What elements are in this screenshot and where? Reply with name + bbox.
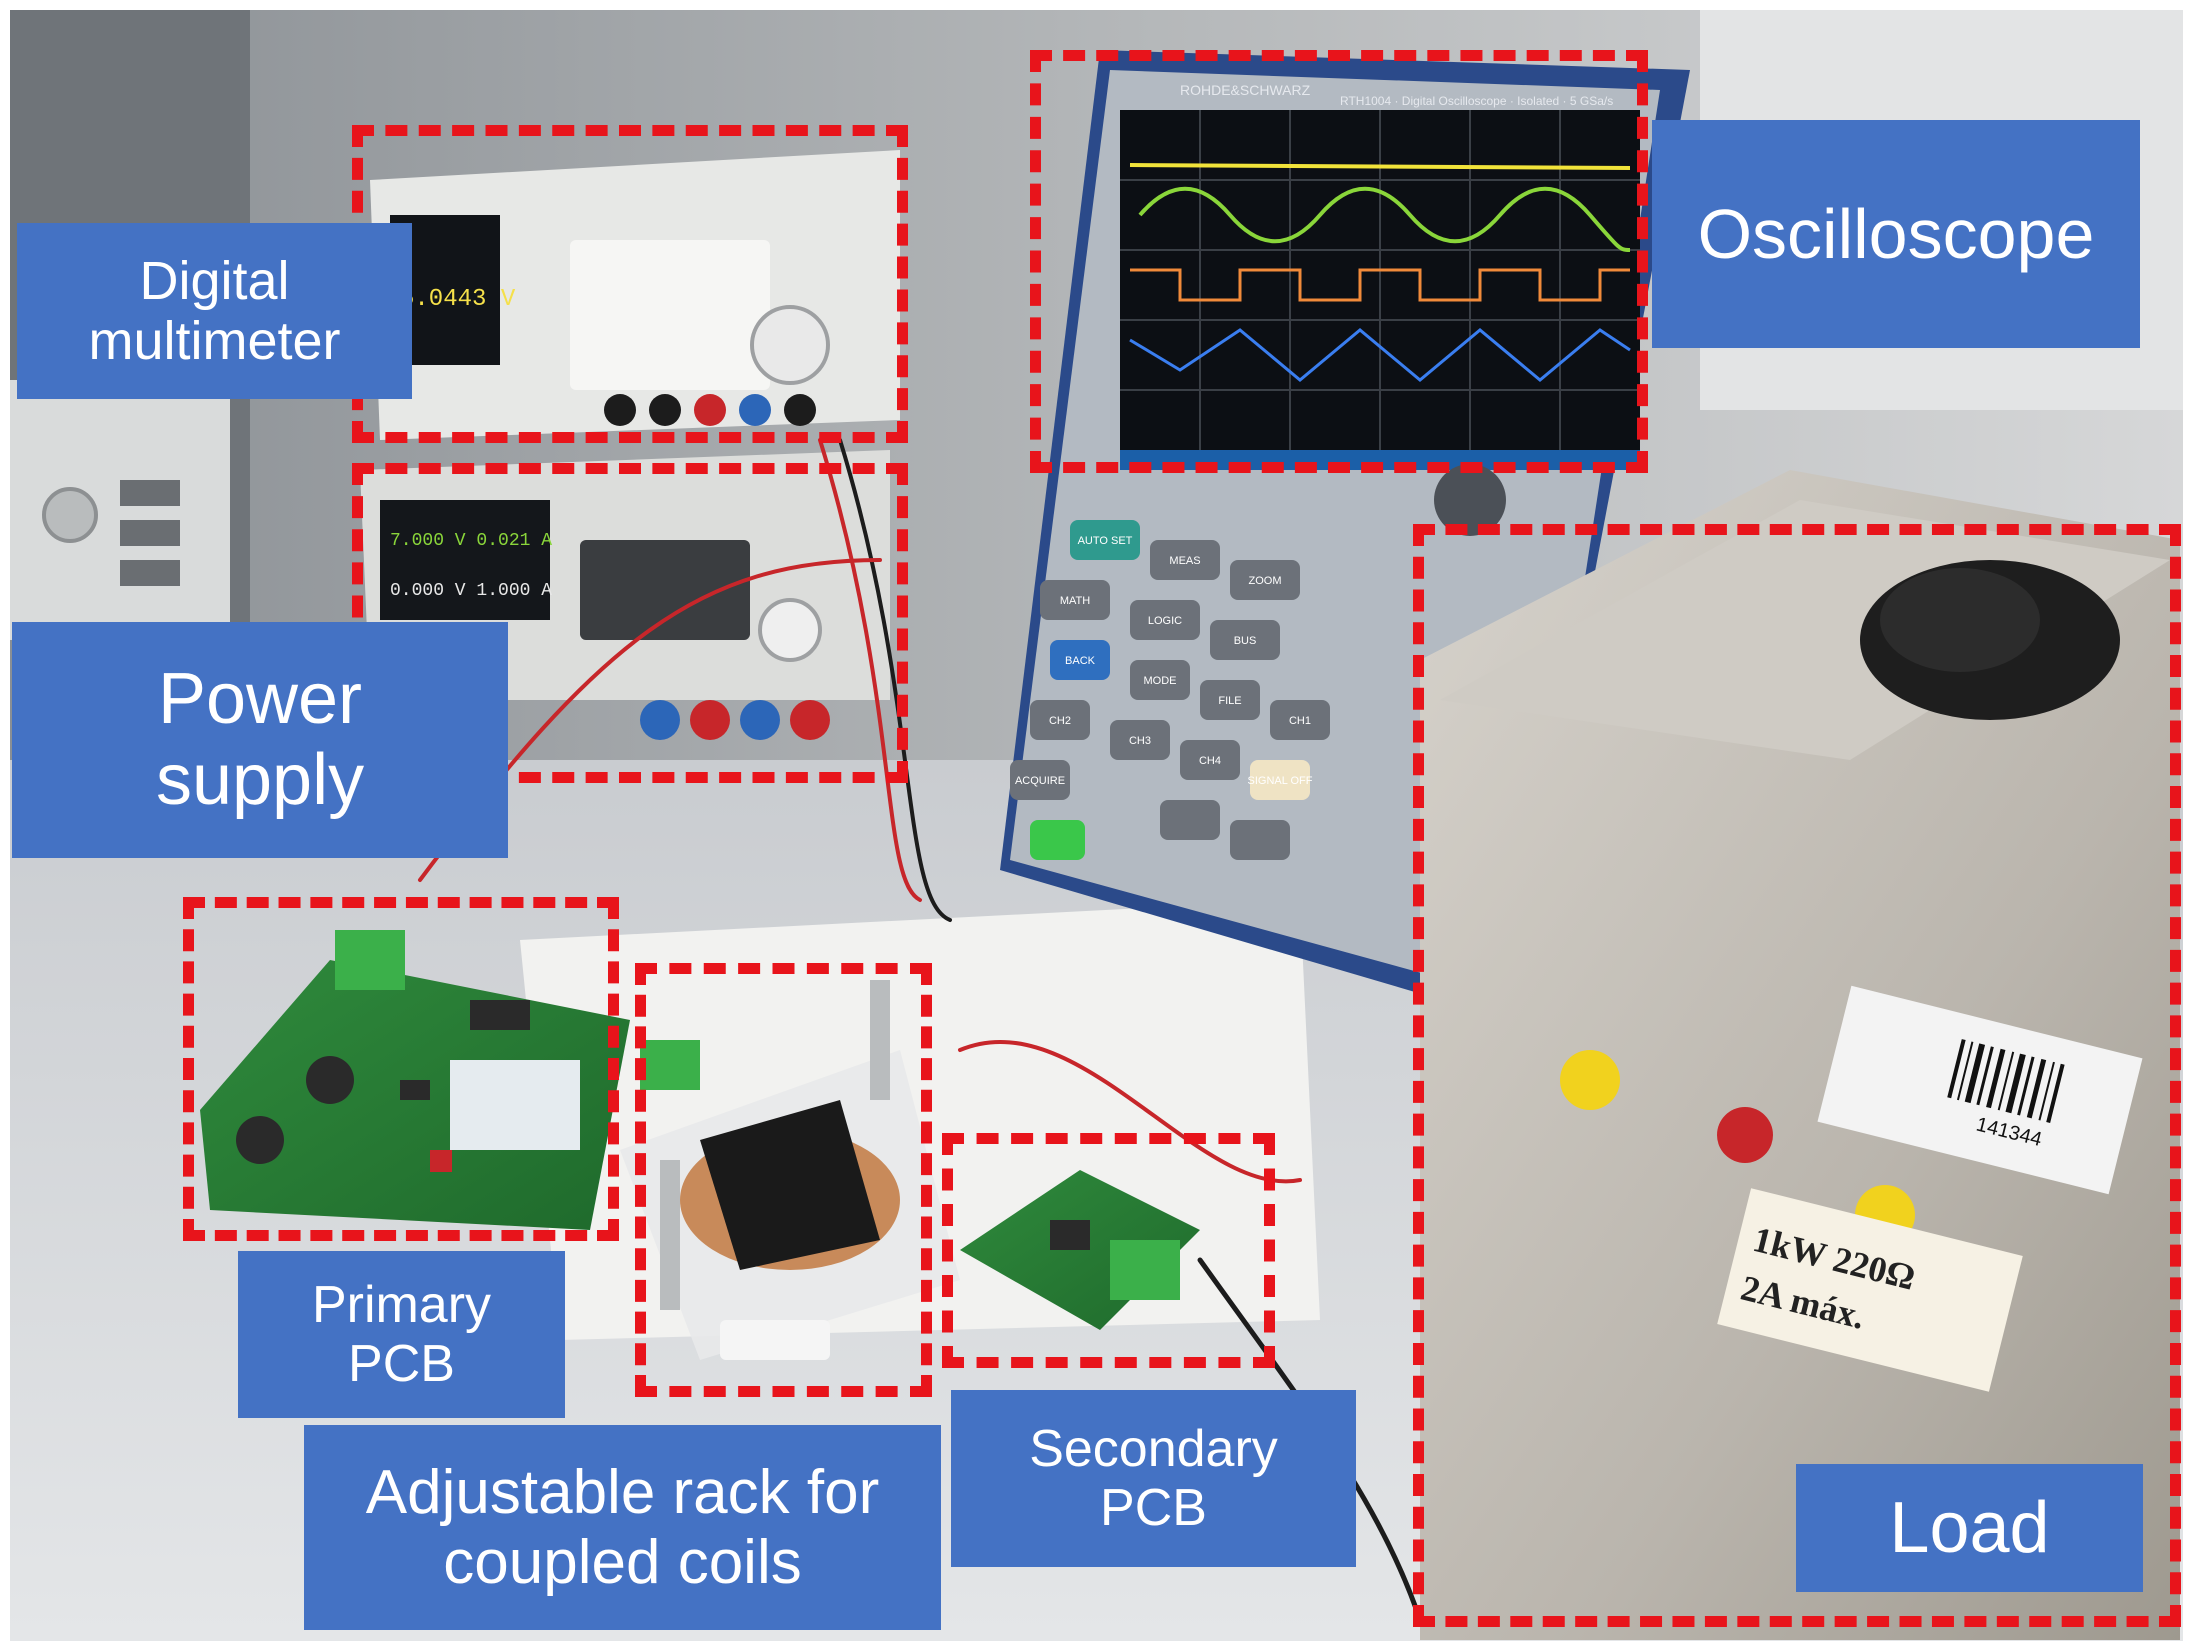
label-secondary-pcb: Secondary PCB — [951, 1390, 1356, 1567]
scope-button-label: AUTO SET — [1078, 535, 1133, 547]
secondary-pcb-board — [960, 1170, 1200, 1330]
label-adjustable-rack: Adjustable rack for coupled coils — [304, 1425, 941, 1630]
label-load: Load — [1796, 1464, 2143, 1592]
scope-button-label: CH3 — [1129, 735, 1151, 747]
ps-readout-2: 0.000 V 1.000 A — [390, 581, 552, 601]
secondary-pcb-outline — [942, 1133, 1275, 1368]
scope-button-label: LOGIC — [1148, 615, 1182, 627]
trace-yellow — [1129, 163, 1631, 170]
primary-pcb-board — [200, 930, 630, 1230]
scope-button-label: ACQUIRE — [1015, 775, 1065, 787]
scope-button-label: CH2 — [1049, 715, 1071, 727]
label-primary-pcb: Primary PCB — [238, 1251, 565, 1418]
scope-button-label: BACK — [1065, 655, 1096, 667]
coil-rack — [620, 980, 960, 1360]
scope-button-label: CH1 — [1289, 715, 1311, 727]
scope-model: RTH1004 · Digital Oscilloscope · Isolate… — [1340, 94, 1613, 108]
scope-button-label: CH4 — [1199, 755, 1221, 767]
coil-rack-outline — [635, 963, 932, 1397]
trace-green — [1138, 186, 1631, 252]
label-digital-multimeter: Digital multimeter — [17, 223, 412, 399]
label-oscilloscope: Oscilloscope — [1652, 120, 2140, 348]
scope-brand: ROHDE&SCHWARZ — [1180, 82, 1311, 98]
load-resistor-box: 141344 1kW 220Ω 2A máx. — [1420, 470, 2180, 1640]
scope-button-label: MEAS — [1169, 555, 1200, 567]
scope-button-label: SIGNAL OFF — [1248, 775, 1313, 787]
primary-pcb-outline — [183, 897, 619, 1241]
load-outline — [1413, 524, 2181, 1627]
dmm-reading: 5.0443 V — [400, 286, 516, 313]
scope-button-label: ZOOM — [1249, 575, 1282, 587]
ps-readout-1: 7.000 V 0.021 A — [390, 531, 552, 551]
scope-button-label: MODE — [1144, 675, 1177, 687]
scope-button-label: FILE — [1218, 695, 1241, 707]
label-power-supply: Power supply — [12, 622, 508, 858]
oscilloscope-outline — [1030, 50, 1648, 473]
scope-button-label: BUS — [1234, 635, 1257, 647]
scope-button-label: MATH — [1060, 595, 1090, 607]
trace-orange — [1130, 268, 1630, 302]
side-instrument — [10, 380, 230, 640]
scope-keypad: AUTO SET MEAS ZOOM MATH LOGIC BUS BACK MODE FILE… — [1010, 464, 1506, 860]
trace-blue — [1129, 328, 1631, 382]
digital-multimeter-outline — [352, 125, 908, 443]
